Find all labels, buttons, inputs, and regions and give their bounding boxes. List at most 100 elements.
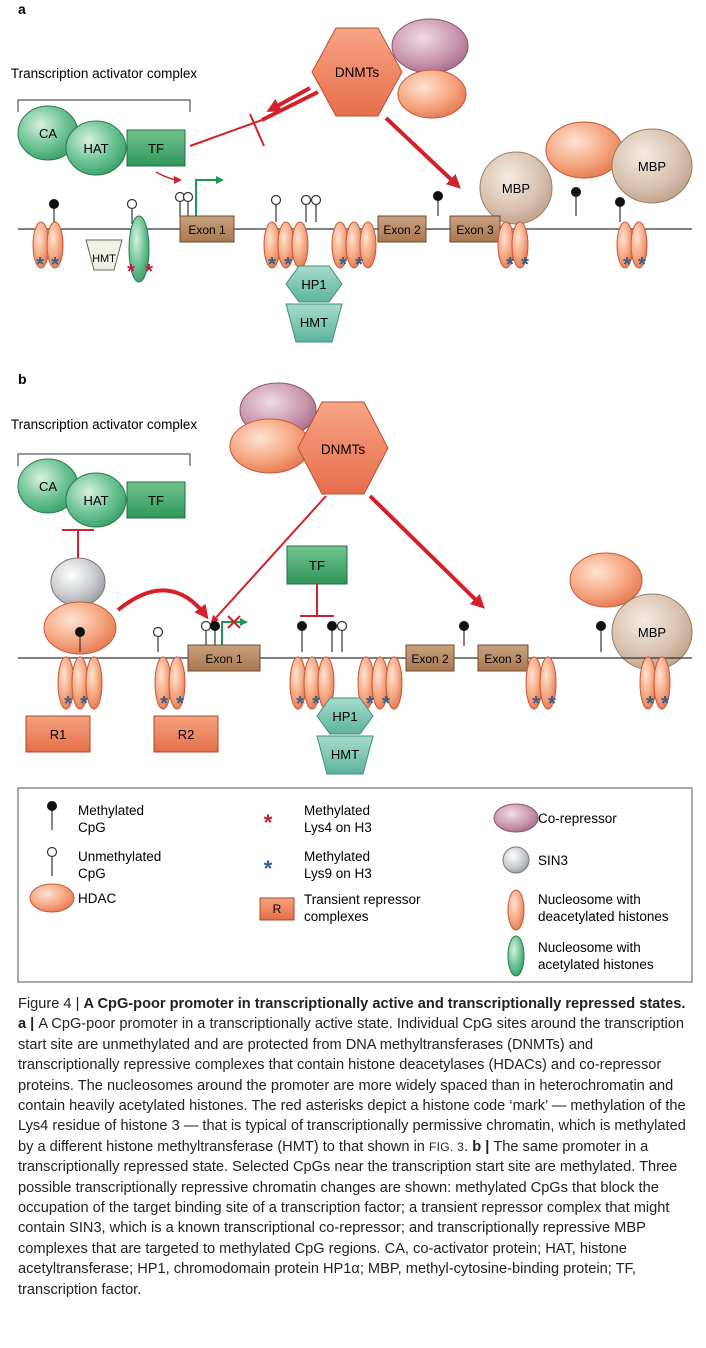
legend-sin3: SIN3 — [538, 853, 568, 868]
unmethylated-cpg-b2 — [200, 620, 212, 632]
hat-protein-a — [65, 120, 127, 176]
svg-text:*: * — [548, 693, 556, 715]
caption-after-ref: . — [464, 1138, 473, 1155]
r2-label-b: R2 — [178, 727, 195, 742]
legend-r-symbol: R — [273, 902, 282, 916]
nucleosome-b3 — [289, 656, 335, 710]
nucleosome-a3 — [263, 221, 309, 269]
svg-text:*: * — [145, 261, 153, 283]
hmt-label-b: HMT — [331, 747, 359, 762]
legend: Methylated CpG Unmethylated CpG HDAC * M… — [17, 787, 693, 983]
figure-diagram: a Transcription activator complex CA HAT… — [11, 1, 693, 983]
activator-title-b: Transcription activator complex — [11, 417, 198, 432]
svg-text:*: * — [176, 693, 184, 715]
exon3-label-a: Exon 3 — [456, 223, 494, 237]
nucleosome-a5 — [497, 221, 529, 269]
unmethylated-cpg-b1 — [152, 626, 164, 638]
exon3-a — [449, 215, 501, 243]
tf-protein-b — [126, 481, 186, 519]
svg-text:Nucleosome with: Nucleosome with — [538, 892, 641, 907]
hp1-label-b: HP1 — [332, 709, 357, 724]
caption-part-a: A CpG-poor promoter in a transcriptional… — [18, 1016, 686, 1155]
hat-label-b: HAT — [83, 493, 108, 508]
nucleosome-a4 — [331, 221, 377, 269]
hmt-small-a — [85, 239, 123, 271]
panel-a-label: a — [18, 1, 26, 17]
exon1-a — [179, 215, 235, 243]
transcription-start-arrow-b — [221, 618, 248, 646]
hdac-mbp-b — [569, 552, 643, 608]
unmethylated-cpg-b3 — [336, 620, 348, 632]
nucleosome-b1 — [57, 656, 103, 710]
svg-text:Transient repressor: Transient repressor — [304, 892, 421, 907]
svg-text:*: * — [160, 693, 168, 715]
legend-nuc-deacetylated-icon — [507, 889, 525, 931]
r1-complex-b — [25, 715, 91, 753]
legend-lys4-icon: * — [264, 810, 273, 835]
svg-text:Methylated: Methylated — [304, 849, 370, 864]
svg-text:*: * — [80, 693, 88, 715]
dnmt-complex-b — [297, 401, 389, 495]
svg-text:*: * — [382, 693, 390, 715]
exon2-b — [405, 644, 455, 672]
legend-r-icon — [259, 897, 295, 921]
methylated-cpg-b5 — [459, 621, 469, 631]
svg-text:*: * — [296, 693, 304, 715]
activator-title-a: Transcription activator complex — [11, 66, 198, 81]
hdac-mbp-a — [545, 121, 623, 179]
dnmts-label-a: DNMTs — [335, 65, 379, 80]
hmt-label-a: HMT — [300, 315, 328, 330]
dnmt-complex-a — [311, 27, 403, 117]
legend-hdac-icon — [29, 883, 75, 913]
methylated-cpg-b2 — [210, 621, 220, 631]
legend-lys9-icon: * — [264, 856, 273, 881]
methylated-cpg-b3 — [297, 621, 307, 631]
unmethylated-cpg-a5 — [300, 194, 312, 206]
svg-text:*: * — [355, 254, 363, 276]
hdac-dnmt-b — [229, 418, 311, 474]
legend-nuc-acetylated-icon — [507, 935, 525, 977]
unmethylated-cpg-a1 — [126, 198, 138, 210]
mbp-label-a2: MBP — [638, 159, 666, 174]
dnmts-label-b: DNMTs — [321, 442, 365, 457]
ca-label-a: CA — [39, 126, 57, 141]
svg-text:*: * — [506, 254, 514, 276]
sin3-b — [50, 557, 106, 607]
nucleosome-b2 — [154, 656, 186, 710]
caption-part-b: The same promoter in a transcriptionally… — [18, 1138, 678, 1298]
svg-text:Lys9 on H3: Lys9 on H3 — [304, 866, 372, 881]
exon1-label-a: Exon 1 — [188, 223, 226, 237]
hmt-small-label-a: HMT — [92, 253, 116, 265]
transcription-start-arrow-a — [195, 176, 224, 216]
caption-fig-label: Figure 4 | — [18, 996, 84, 1012]
tf-bound-label-b: TF — [309, 558, 325, 573]
mbp-protein-a1 — [479, 151, 553, 225]
nucleosome-a6 — [616, 221, 648, 269]
mbp-label-b: MBP — [638, 625, 666, 640]
panel-b-label: b — [18, 371, 27, 387]
exon3-b — [477, 644, 529, 672]
tf-label-b: TF — [148, 493, 164, 508]
nucleosome-b4 — [357, 656, 403, 710]
svg-text:CpG: CpG — [78, 866, 106, 881]
tf-label-a: TF — [148, 141, 164, 156]
unmethylated-cpg-a4 — [270, 194, 282, 206]
mbp-protein-a2 — [611, 128, 693, 204]
unmethylated-cpg-a6 — [310, 194, 322, 206]
methylated-cpg-a3 — [571, 187, 581, 197]
svg-text:acetylated histones: acetylated histones — [538, 957, 654, 972]
figure-caption: Figure 4 | A CpG-poor promoter in transc… — [18, 994, 690, 1300]
legend-sin3-icon — [502, 846, 530, 874]
lys9-mark-a: * — [36, 254, 44, 276]
legend-methylated-cpg-icon — [47, 801, 57, 811]
exon1-b — [187, 644, 261, 672]
hdac-a — [397, 69, 467, 119]
svg-text:Unmethylated: Unmethylated — [78, 849, 161, 864]
exon3-label-b: Exon 3 — [484, 652, 522, 666]
panel-b: b Transcription activator complex CA HAT… — [11, 371, 693, 775]
methylated-cpg-a1 — [49, 199, 59, 209]
legend-methylated-cpg-2: CpG — [78, 820, 106, 835]
lys4-mark-a: * — [127, 261, 135, 283]
mbp-label-a1: MBP — [502, 181, 530, 196]
exon2-label-a: Exon 2 — [383, 223, 421, 237]
